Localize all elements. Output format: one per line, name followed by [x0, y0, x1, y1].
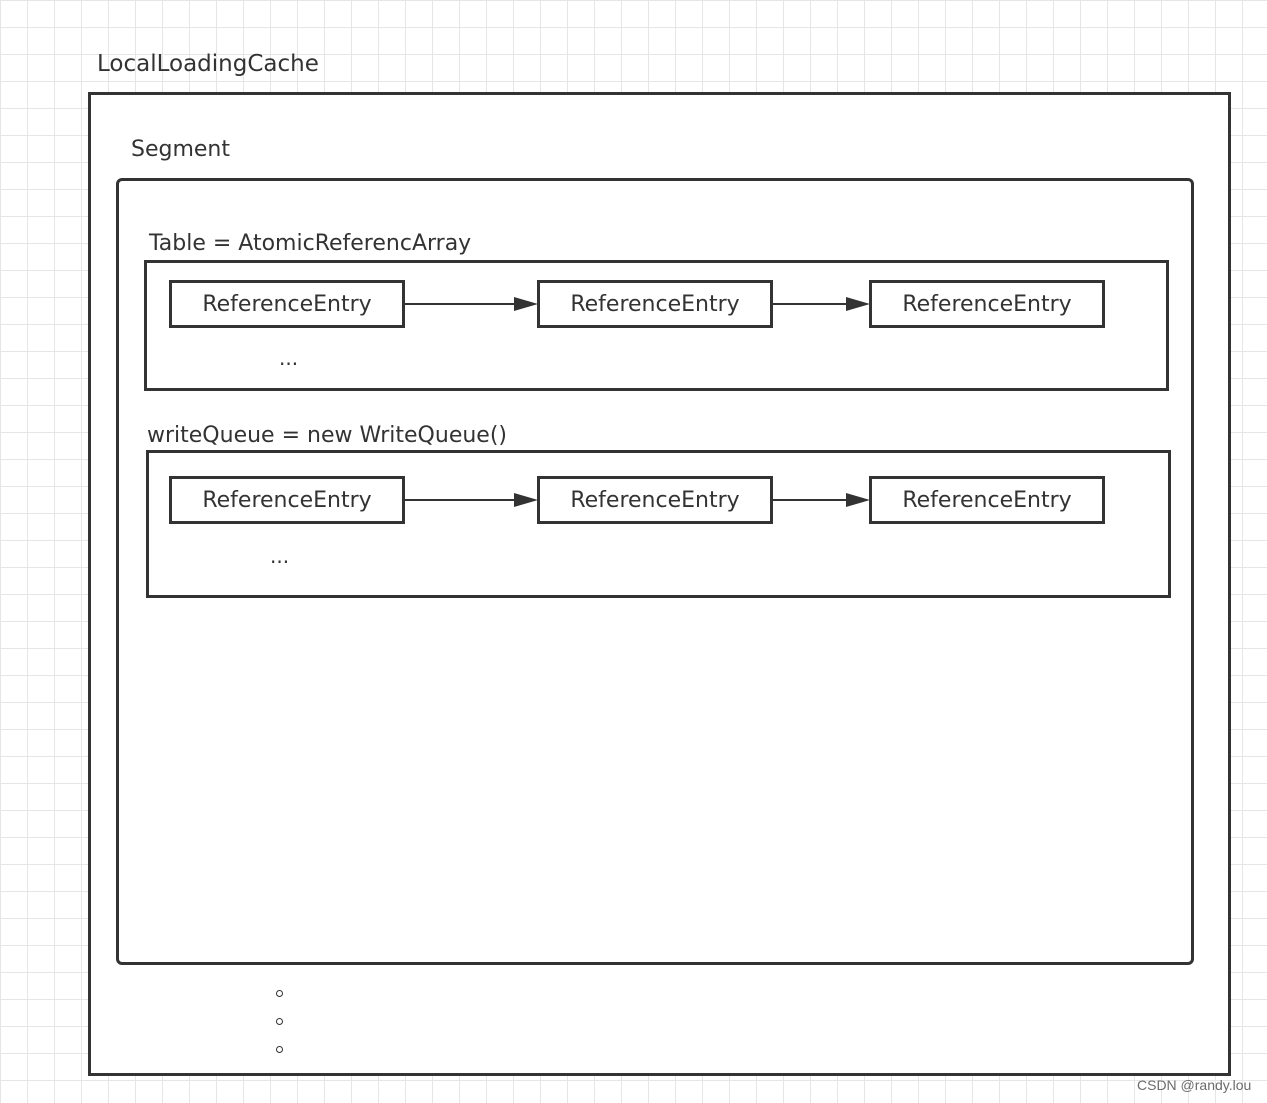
vertical-ellipsis-icon — [275, 990, 285, 1056]
table-title: Table = AtomicReferencArray — [149, 231, 472, 256]
arrow-right-icon — [772, 493, 870, 507]
write-queue-title: writeQueue = new WriteQueue() — [147, 423, 507, 448]
table-entry: ReferenceEntry — [869, 280, 1105, 328]
dot-icon — [276, 990, 283, 997]
arrow-right-icon — [404, 493, 538, 507]
write-queue-entry: ReferenceEntry — [869, 476, 1105, 524]
watermark: CSDN @randy.lou — [1137, 1077, 1252, 1093]
table-entry: ReferenceEntry — [169, 280, 405, 328]
dot-icon — [276, 1018, 283, 1025]
segment-title: Segment — [131, 137, 230, 162]
write-queue-more: ... — [270, 544, 290, 568]
arrow-right-icon — [404, 297, 538, 311]
table-entry: ReferenceEntry — [537, 280, 773, 328]
write-queue-entry: ReferenceEntry — [169, 476, 405, 524]
cache-title: LocalLoadingCache — [97, 51, 319, 77]
write-queue-container — [146, 450, 1171, 598]
table-more: ... — [279, 346, 299, 370]
arrow-right-icon — [772, 297, 870, 311]
write-queue-entry: ReferenceEntry — [537, 476, 773, 524]
dot-icon — [276, 1046, 283, 1053]
